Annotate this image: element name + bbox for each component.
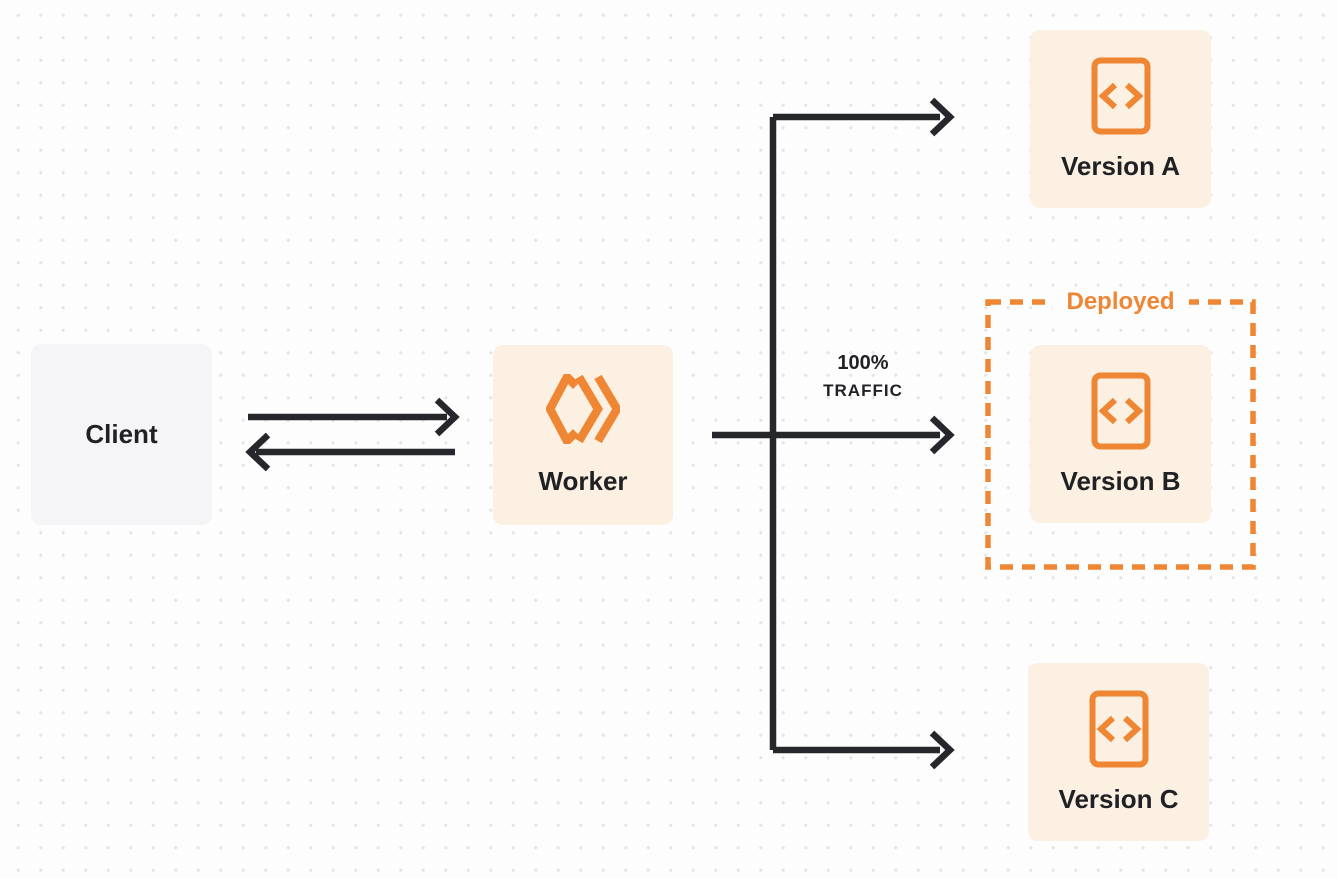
traffic-label: 100% TRAFFIC bbox=[783, 350, 943, 406]
arrow-worker-to-client bbox=[245, 432, 455, 472]
client-node: Client bbox=[31, 344, 212, 525]
worker-node: Worker bbox=[493, 345, 673, 525]
code-file-icon bbox=[1091, 372, 1150, 449]
deployed-outline: Deployed bbox=[985, 288, 1256, 570]
code-file-icon bbox=[1091, 57, 1150, 134]
version-c-node: Version C bbox=[1028, 663, 1209, 841]
arrow-to-version-b bbox=[712, 415, 955, 455]
version-c-label: Version C bbox=[1058, 783, 1179, 814]
worker-logo-icon bbox=[546, 373, 620, 444]
code-file-icon bbox=[1089, 690, 1148, 767]
arrow-client-to-worker bbox=[248, 397, 460, 437]
version-a-label: Version A bbox=[1061, 150, 1180, 181]
arrow-to-version-a bbox=[773, 97, 955, 137]
deployed-label: Deployed bbox=[1052, 288, 1189, 316]
traffic-percent: 100% bbox=[837, 352, 889, 374]
version-b-node: Version B bbox=[1030, 345, 1211, 523]
traffic-word: TRAFFIC bbox=[823, 381, 903, 400]
client-label: Client bbox=[85, 419, 158, 449]
arrow-to-version-c bbox=[773, 730, 955, 770]
version-b-label: Version B bbox=[1060, 465, 1181, 496]
worker-label: Worker bbox=[538, 465, 628, 496]
version-a-node: Version A bbox=[1030, 30, 1211, 208]
